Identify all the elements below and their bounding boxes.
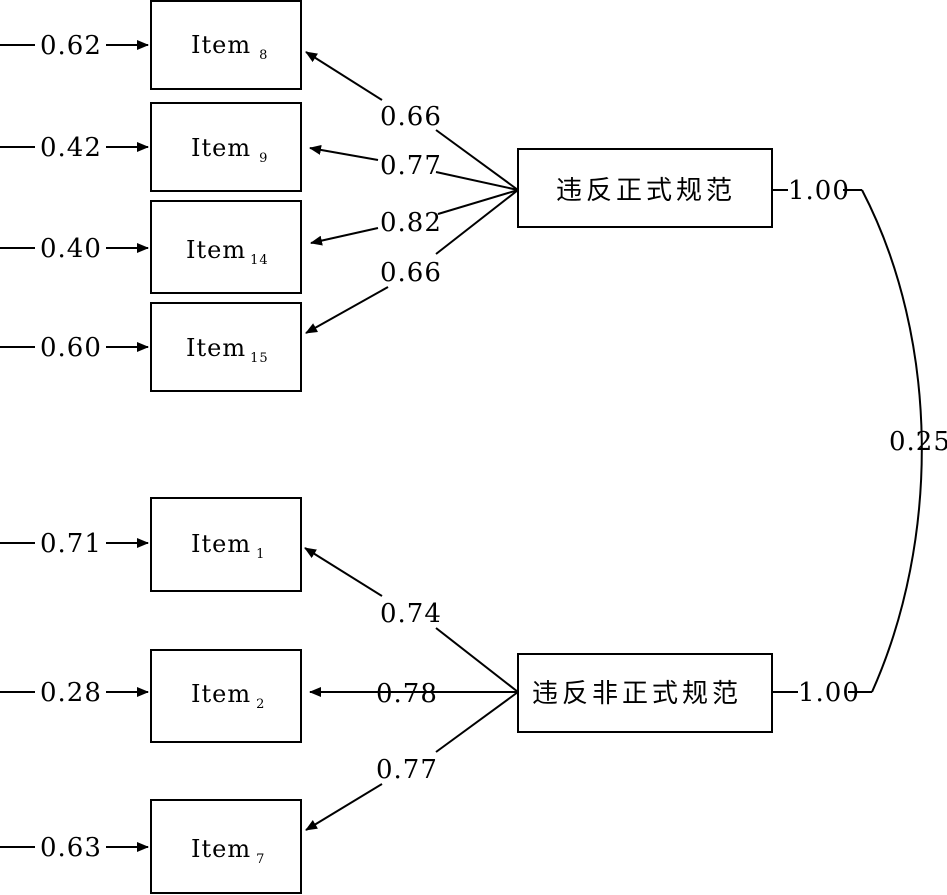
item-label: Item [191, 680, 251, 708]
error-value: 0.63 [40, 833, 102, 863]
error-term-2: 0.28 [0, 678, 149, 708]
error-term-14: 0.40 [0, 234, 149, 264]
loading-path-1: 0.74 [304, 547, 519, 693]
item-subscript: 14 [250, 253, 269, 268]
error-value: 0.60 [40, 333, 102, 363]
factor-box-formal: 违反正式规范 [517, 148, 773, 228]
item-label: Item [191, 835, 251, 863]
factor-variance-formal: 1.00 [772, 176, 862, 206]
error-term-15: 0.60 [0, 333, 149, 363]
loading-path-9: 0.77 [309, 144, 519, 191]
item-subscript: 15 [250, 351, 269, 366]
item-label: Item [191, 31, 251, 59]
loading-value: 0.66 [380, 258, 442, 288]
item-box-1: Item 1 [150, 497, 302, 592]
item-subscript: 7 [256, 852, 265, 867]
item-box-15: Item 15 [150, 302, 302, 392]
factor-variance-informal: 1.00 [772, 678, 872, 708]
error-term-8: 0.62 [0, 31, 149, 61]
loading-path-2: 0.78 [309, 679, 518, 709]
loading-value: 0.82 [380, 208, 442, 238]
factor-box-informal: 违反非正式规范 [517, 653, 773, 733]
item-subscript: 9 [259, 151, 268, 166]
item-box-2: Item 2 [150, 649, 302, 743]
variance-value: 1.00 [788, 176, 850, 206]
item-label: Item [191, 530, 251, 558]
item-box-7: Item 7 [150, 799, 302, 894]
item-box-9: Item 9 [150, 102, 302, 192]
factor-label: 违反正式规范 [556, 176, 736, 206]
loading-path-8: 0.66 [305, 51, 519, 191]
item-box-14: Item 14 [150, 200, 302, 294]
loading-value: 0.74 [380, 599, 442, 629]
item-label: Item [191, 134, 251, 162]
loading-path-14: 0.82 [310, 189, 519, 246]
error-term-9: 0.42 [0, 133, 149, 163]
error-term-7: 0.63 [0, 833, 149, 863]
error-value: 0.40 [40, 234, 102, 264]
error-value: 0.71 [40, 529, 102, 559]
loading-value: 0.66 [380, 102, 442, 132]
item-subscript: 8 [259, 48, 268, 63]
error-value: 0.28 [40, 678, 102, 708]
correlation-value: 0.25 [889, 427, 947, 457]
loading-value: 0.78 [376, 679, 438, 709]
item-box-8: Item 8 [150, 0, 302, 90]
error-value: 0.42 [40, 133, 102, 163]
error-value: 0.62 [40, 31, 102, 61]
item-label: Item [186, 334, 246, 362]
factor-label: 违反非正式规范 [532, 679, 742, 709]
loading-value: 0.77 [376, 755, 438, 785]
item-label: Item [186, 236, 246, 264]
error-term-1: 0.71 [0, 529, 149, 559]
item-subscript: 2 [256, 697, 265, 712]
item-subscript: 1 [256, 547, 265, 562]
loading-path-7: 0.77 [305, 691, 519, 831]
loading-value: 0.77 [380, 151, 442, 181]
loading-path-15: 0.66 [305, 189, 519, 334]
correlation-arc: 0.25 [861, 189, 947, 693]
